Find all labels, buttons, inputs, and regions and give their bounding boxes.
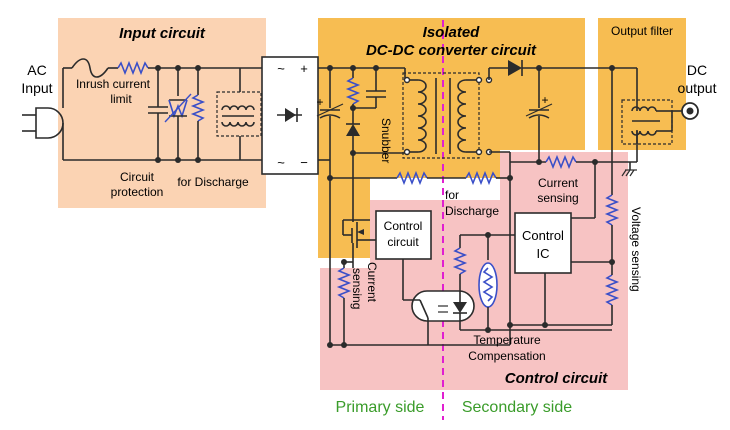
ac-plug-icon [22,107,64,160]
for-discharge-dcdc-label-1: for [445,188,459,202]
ac-input-label-1: AC [27,62,46,78]
bridge-rectifier [261,56,319,175]
current-sensing-primary-label-1: Current [365,262,379,303]
dcdc-converter-block [318,18,585,258]
dcdc-title-line1: Isolated [423,24,481,41]
current-sensing-primary-label-2: sensing [350,268,364,309]
dcdc-title-line2: DC-DC converter circuit [366,42,537,59]
control-circuit-title: Control circuit [505,370,609,387]
transformer-secondary-icon [457,79,467,153]
temperature-label-2: Compensation [468,349,545,363]
output-choke-icon [631,106,657,136]
secondary-plus-sign: + [541,93,548,107]
control-ic-label-2: IC [537,246,550,261]
secondary-wiring [452,60,637,333]
voltage-sense-resistor-bottom-icon [604,274,620,306]
temperature-label-1: Temperature [473,333,541,347]
input-circuit-title: Input circuit [119,25,206,42]
primary-side-label: Primary side [336,399,425,416]
control-circuit-box-label-2: circuit [387,235,419,249]
output-diode-icon [508,60,522,76]
voltage-sensing-label: Voltage sensing [629,207,643,292]
input-wiring [62,58,262,163]
for-discharge-dcdc-label-2: Discharge [445,204,499,218]
dcdc-plus-sign: + [316,95,323,109]
snubber-diode-icon [346,124,360,136]
control-circuit-box-label-1: Control [384,219,423,233]
bridge-minus-bottom: − [300,155,308,170]
common-mode-choke-icon [221,105,255,127]
output-filter-wiring [621,68,699,162]
secondary-current-resistor-icon [545,154,577,170]
bridge-tilde-bottom: ~ [277,155,285,170]
transformer-primary-icon [417,79,427,153]
optocoupler [402,259,475,345]
discharge-resistor-right-icon [465,170,497,186]
bridge-plus-top: + [300,61,308,76]
inrush-resistor-icon [117,60,149,76]
circuit-protection-label-2: protection [111,185,164,199]
current-sensing-secondary-label-2: sensing [537,191,578,205]
current-sensing-secondary-label-1: Current [538,176,579,190]
for-discharge-input-label: for Discharge [177,175,249,189]
ac-input-label-2: Input [21,80,52,96]
dc-output-label-2: output [678,80,717,96]
inrush-fuse-icon [71,58,109,78]
bridge-tilde-top: ~ [277,61,285,76]
primary-current-resistor-icon [336,267,352,299]
primary-wiring [316,65,513,348]
snubber-label: Snubber [379,118,393,163]
inrush-label-1: Inrush current [76,77,151,91]
dc-output-label-1: DC [687,62,707,78]
discharge-resistor-icon [190,94,206,122]
optocoupler-led-icon [453,302,467,313]
control-circuit-box [375,210,432,260]
rectifier-diode-icon [285,108,296,122]
output-filter-title: Output filter [611,24,673,38]
control-ic-label-1: Control [522,228,564,243]
circuit-protection-label-1: Circuit [120,170,155,184]
voltage-sense-resistor-top-icon [604,194,620,226]
inrush-label-2: limit [110,92,132,106]
discharge-resistor-left-icon [396,170,428,186]
secondary-side-label: Secondary side [462,399,572,416]
control-ic-box [514,212,572,274]
